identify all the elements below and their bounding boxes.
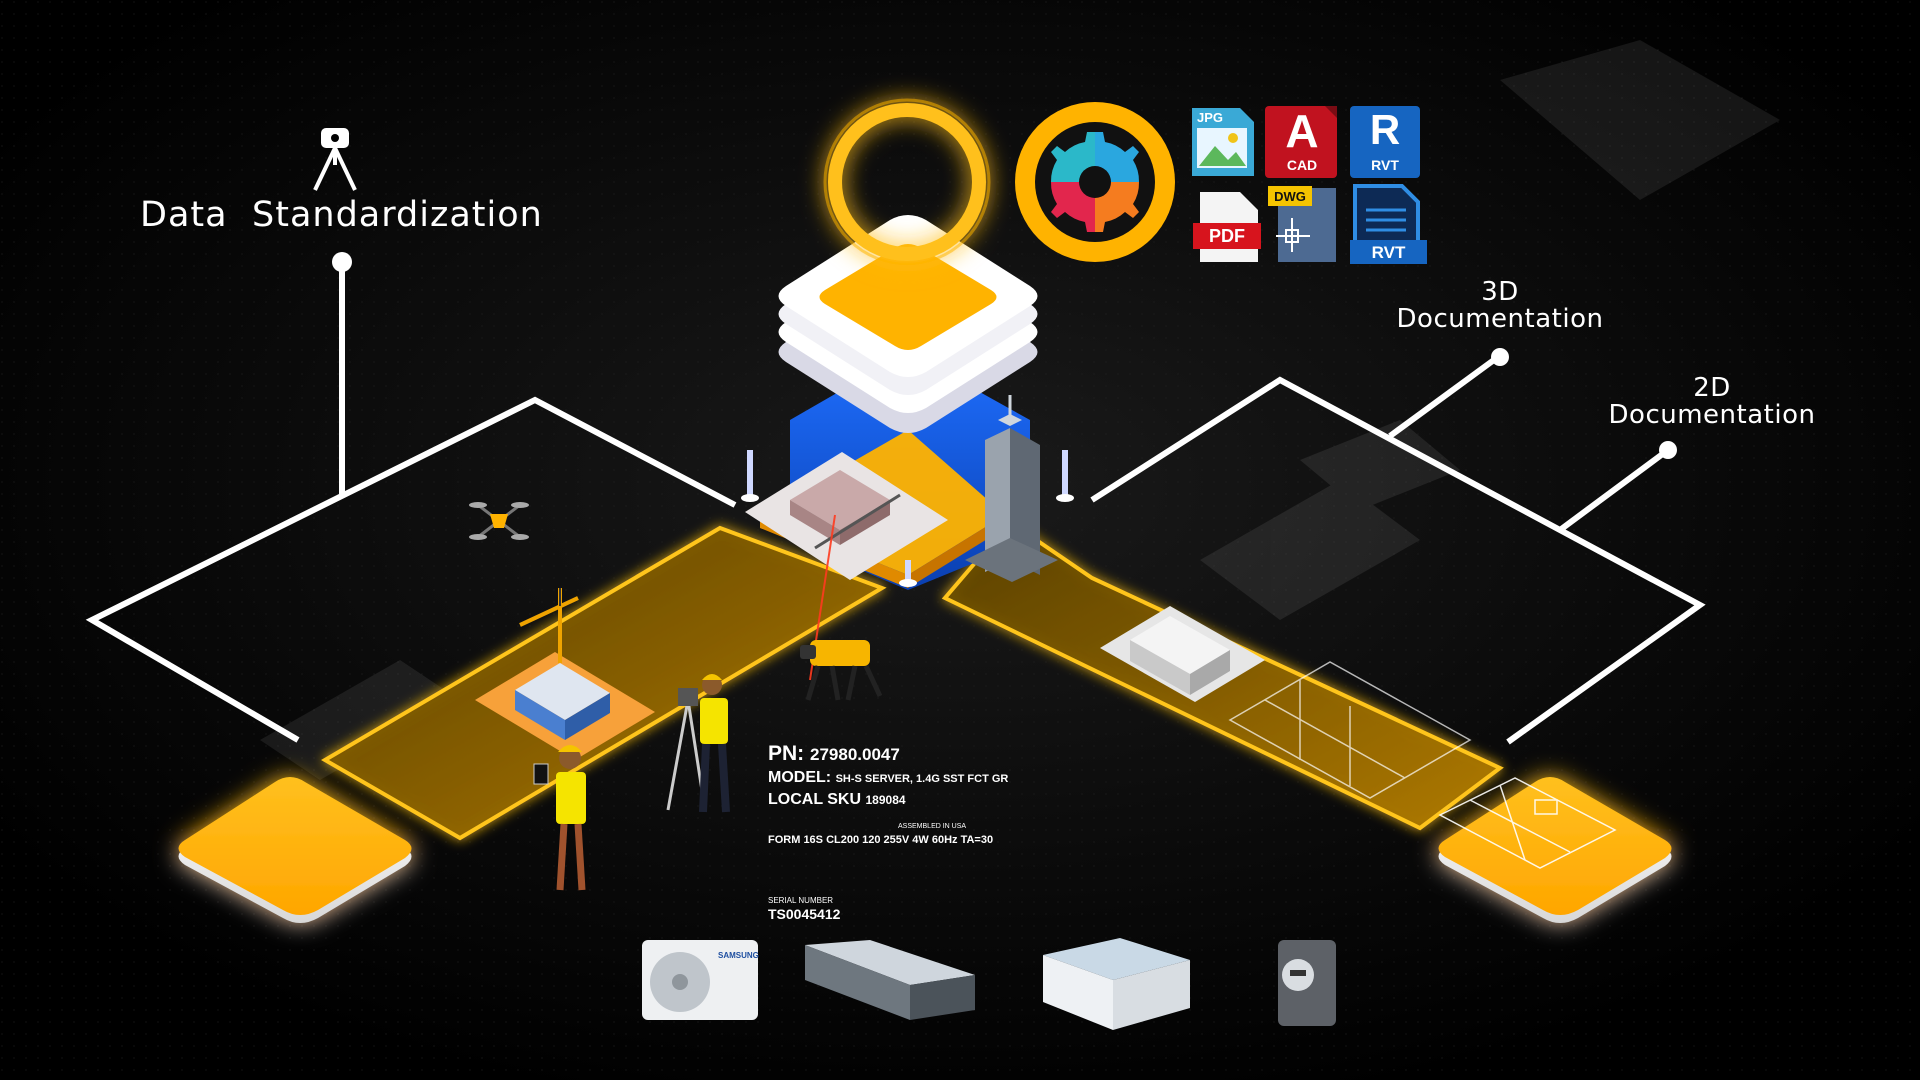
rvt-doc-tag: RVT <box>1371 243 1406 262</box>
drone-icon <box>469 502 529 540</box>
standardization-dot <box>332 252 352 272</box>
doc3d-label: 3D Documentation <box>1392 279 1608 333</box>
right-frame-outline <box>1090 376 1706 745</box>
worker-figure <box>533 745 586 891</box>
robot-dog-icon <box>800 640 883 701</box>
chest-freezer <box>1043 938 1190 1030</box>
cad-letter: A <box>1285 105 1319 157</box>
left-frame-outline <box>85 396 737 743</box>
serial-label: SERIAL NUMBER <box>768 896 834 905</box>
model-line: MODEL: SH-S SERVER, 1.4G SST FCT GR <box>768 769 1008 787</box>
doc2d-label-bottom: Documentation <box>1608 400 1816 430</box>
dwg-tag: DWG <box>1274 189 1306 204</box>
pdf-file-icon <box>1193 192 1261 262</box>
form-text: FORM 16S CL200 120 255V 4W 60Hz TA=30 <box>768 834 994 846</box>
doc2d-connector <box>1558 447 1670 533</box>
ac-unit <box>642 940 758 1020</box>
surveyor-figure <box>666 674 730 813</box>
model-label: MODEL: <box>768 769 832 786</box>
cad-tag: CAD <box>1286 157 1318 173</box>
stacked-tile <box>778 215 1038 433</box>
doc3d-label-bottom: Documentation <box>1396 304 1604 334</box>
doc3d-dot <box>1491 348 1509 366</box>
jpg-tag: JPG <box>1197 110 1224 125</box>
rvt-document-icon <box>1350 184 1427 264</box>
rvt-letter: R <box>1369 106 1401 153</box>
sku-value: 189084 <box>865 793 906 807</box>
doc2d-label-top: 2D <box>1693 373 1731 403</box>
electric-meter <box>1278 940 1336 1026</box>
cad-file-icon <box>1265 106 1337 178</box>
data-label: Data <box>140 195 228 235</box>
pdf-tag: PDF <box>1209 226 1245 246</box>
rvt-file-icon <box>1350 106 1420 178</box>
background-chevrons <box>260 40 1780 780</box>
skyscraper <box>965 395 1058 582</box>
rvt-tag: RVT <box>1371 157 1399 173</box>
site-model <box>745 452 948 681</box>
ac-brand: SAMSUNG <box>718 951 759 960</box>
connector-lines <box>85 262 1706 745</box>
sku-label: LOCAL SKU <box>768 791 862 808</box>
standardization-label: Standardization <box>252 195 543 235</box>
tripod-icon <box>313 128 357 191</box>
jpg-file-icon <box>1192 108 1254 176</box>
doc3d-connector <box>1388 354 1500 439</box>
floorplan-overlay <box>1228 661 1472 799</box>
model-value: SH-S SERVER, 1.4G SST FCT GR <box>835 773 1009 785</box>
doc3d-label-top: 3D <box>1481 277 1519 307</box>
left-pad <box>178 777 412 923</box>
display-fridge <box>805 940 975 1020</box>
right-pad <box>1438 777 1672 923</box>
gear-puzzle-icon <box>1015 102 1175 262</box>
construction-site <box>475 588 655 760</box>
pn-line: PN: 27980.0047 <box>768 742 900 766</box>
retail-building <box>1100 606 1265 702</box>
dwg-file-icon <box>1268 186 1336 262</box>
ring-icon <box>823 98 991 266</box>
assembled-text: ASSEMBLED IN USA <box>898 823 967 830</box>
doc2d-label: 2D Documentation <box>1604 375 1820 429</box>
sku-line: LOCAL SKU 189084 <box>768 791 906 809</box>
serial-value: TS0045412 <box>768 906 841 922</box>
pn-label: PN: <box>768 742 805 765</box>
pn-value: 27980.0047 <box>810 745 900 764</box>
floorplan-sketch <box>1438 777 1617 869</box>
doc2d-dot <box>1659 441 1677 459</box>
